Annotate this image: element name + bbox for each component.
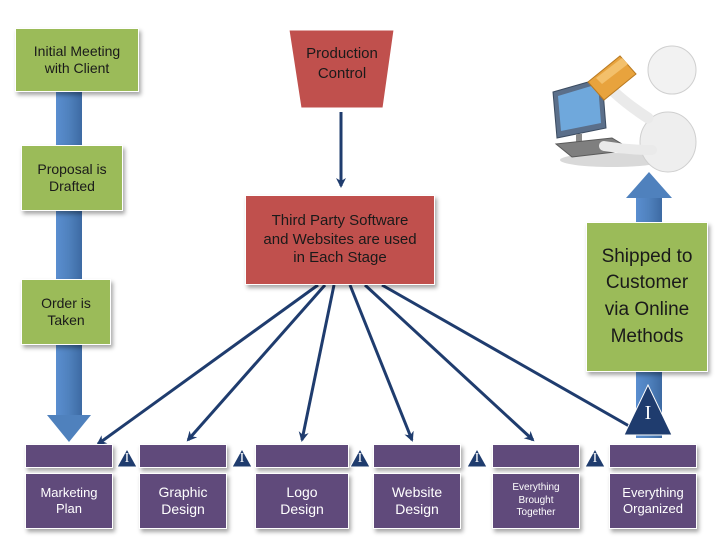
stage-marker-5-label: I <box>592 451 598 466</box>
stage-website-design-label: Website Design <box>391 483 443 518</box>
shipped-box: Shipped to Customer via Online Methods <box>586 222 708 372</box>
stage-logo-design: Logo Design <box>255 473 349 529</box>
fanout-arrow-marketing <box>96 283 319 446</box>
stage-head-website <box>373 444 461 468</box>
stage-marker-3-label: I <box>357 451 363 466</box>
initial-meeting-box: Initial Meeting with Client <box>15 28 139 92</box>
fanout-arrow-brought <box>363 283 535 442</box>
stage-everything-brought-label: Everything Brought Together <box>512 482 560 519</box>
stage-head-organized <box>609 444 697 468</box>
order-taken-box: Order is Taken <box>21 279 111 345</box>
stage-logo-design-label: Logo Design <box>280 483 324 518</box>
final-marker-triangle <box>623 383 673 436</box>
fanout-arrow-logo <box>298 284 336 442</box>
fanout-arrow-organized <box>381 283 638 432</box>
stage-everything-organized: Everything Organized <box>609 473 697 529</box>
stage-marker-3: I <box>349 448 371 468</box>
computer-user-illustration <box>552 45 697 173</box>
stage-marker-1-label: I <box>124 451 130 466</box>
stage-head-brought <box>492 444 580 468</box>
production-control-label: Production Control <box>306 45 378 83</box>
third-party-box: Third Party Software and Websites are us… <box>245 195 435 285</box>
stage-marker-1: I <box>116 448 138 468</box>
stage-head-graphic <box>139 444 227 468</box>
production-control-shape <box>288 29 395 109</box>
stage-graphic-design-label: Graphic Design <box>158 483 208 518</box>
stage-website-design: Website Design <box>373 473 461 529</box>
fanout-arrow-website <box>348 284 414 442</box>
stage-everything-organized-label: Everything Organized <box>622 484 684 516</box>
fanout-arrow-graphic <box>186 284 327 442</box>
stage-marker-4: I <box>466 448 488 468</box>
final-marker-label: I <box>644 402 652 424</box>
fanout-arrows <box>96 283 638 446</box>
stage-marker-2-label: I <box>239 451 245 466</box>
shipped-text: Shipped to Customer via Online Methods <box>601 245 693 347</box>
initial-meeting-text: Initial Meeting with Client <box>33 42 121 77</box>
proposal-text: Proposal is Drafted <box>37 160 107 195</box>
stage-marketing-plan: Marketing Plan <box>25 473 113 529</box>
stage-marker-2: I <box>231 448 253 468</box>
order-taken-text: Order is Taken <box>41 294 91 329</box>
stage-head-logo <box>255 444 349 468</box>
stage-marker-5: I <box>584 448 606 468</box>
left-flow-arrow <box>47 90 91 442</box>
stage-everything-brought: Everything Brought Together <box>492 473 580 529</box>
stage-marketing-plan-label: Marketing Plan <box>40 484 98 516</box>
third-party-text: Third Party Software and Websites are us… <box>263 211 417 267</box>
stage-head-marketing <box>25 444 113 468</box>
proposal-box: Proposal is Drafted <box>21 145 123 211</box>
stage-graphic-design: Graphic Design <box>139 473 227 529</box>
stage-marker-4-label: I <box>474 451 480 466</box>
